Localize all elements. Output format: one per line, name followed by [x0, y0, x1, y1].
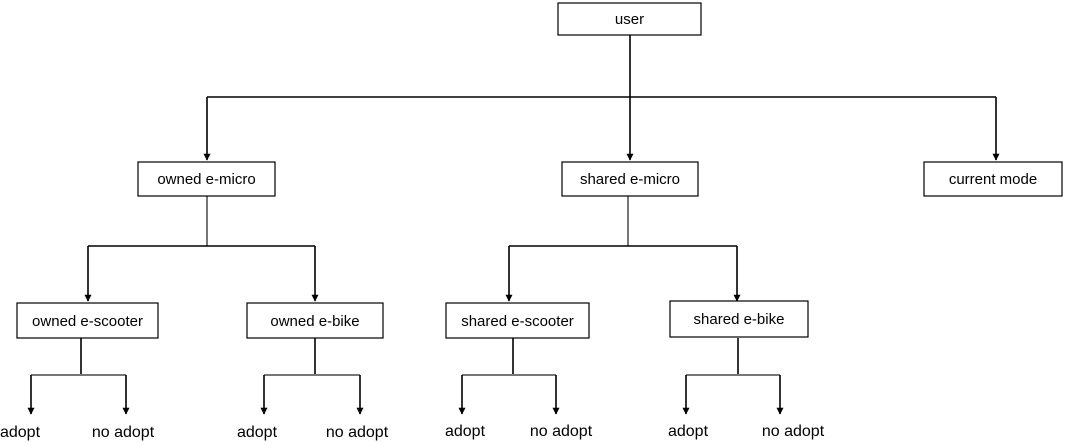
- leaf-no-adopt: no adopt: [92, 424, 155, 441]
- leaf-adopt: adopt: [445, 423, 486, 440]
- node-owned-scooter-box: [16, 302, 159, 339]
- node-current-mode-label: current mode: [949, 171, 1037, 188]
- edges-shared-scooter: [458, 338, 560, 415]
- node-user: user: [557, 2, 702, 36]
- node-owned-micro-box: [137, 161, 276, 197]
- edges-shared-bike: [682, 338, 784, 415]
- node-shared-bike-label: shared e-bike: [694, 311, 785, 328]
- node-owned-bike-label: owned e-bike: [270, 313, 359, 330]
- node-shared-bike: shared e-bike: [669, 300, 809, 338]
- node-current-mode: current mode: [923, 161, 1063, 197]
- leaf-adopt: adopt: [0, 424, 41, 441]
- edges-owned-bike: [260, 338, 364, 415]
- node-owned-bike: owned e-bike: [246, 302, 384, 339]
- node-user-box: [557, 2, 702, 36]
- node-owned-bike-box: [246, 302, 384, 339]
- leaves-shared-scooter: adopt no adopt: [445, 423, 593, 440]
- leaf-no-adopt: no adopt: [326, 424, 389, 441]
- node-current-mode-box: [923, 161, 1063, 197]
- leaf-no-adopt: no adopt: [762, 423, 825, 440]
- edges-owned-micro: [84, 196, 319, 302]
- node-shared-micro-label: shared e-micro: [580, 171, 680, 188]
- leaf-no-adopt: no adopt: [530, 423, 593, 440]
- edges-user: [203, 35, 1000, 161]
- edges-owned-scooter: [27, 338, 130, 415]
- node-owned-scooter: owned e-scooter: [16, 302, 159, 339]
- node-shared-scooter-box: [445, 302, 590, 339]
- node-shared-micro: shared e-micro: [561, 161, 699, 197]
- leaves-shared-bike: adopt no adopt: [668, 423, 825, 440]
- leaves-owned-scooter: adopt no adopt: [0, 424, 155, 441]
- node-shared-scooter-label: shared e-scooter: [461, 313, 574, 330]
- node-owned-micro-label: owned e-micro: [157, 171, 255, 188]
- leaves-owned-bike: adopt no adopt: [237, 424, 389, 441]
- node-owned-micro: owned e-micro: [137, 161, 276, 197]
- node-shared-bike-box: [669, 300, 809, 338]
- node-owned-scooter-label: owned e-scooter: [32, 313, 143, 330]
- leaf-adopt: adopt: [668, 423, 709, 440]
- edges-shared-micro: [505, 196, 741, 302]
- node-shared-scooter: shared e-scooter: [445, 302, 590, 339]
- node-user-label: user: [615, 11, 644, 28]
- node-shared-micro-box: [561, 161, 699, 197]
- leaf-adopt: adopt: [237, 424, 278, 441]
